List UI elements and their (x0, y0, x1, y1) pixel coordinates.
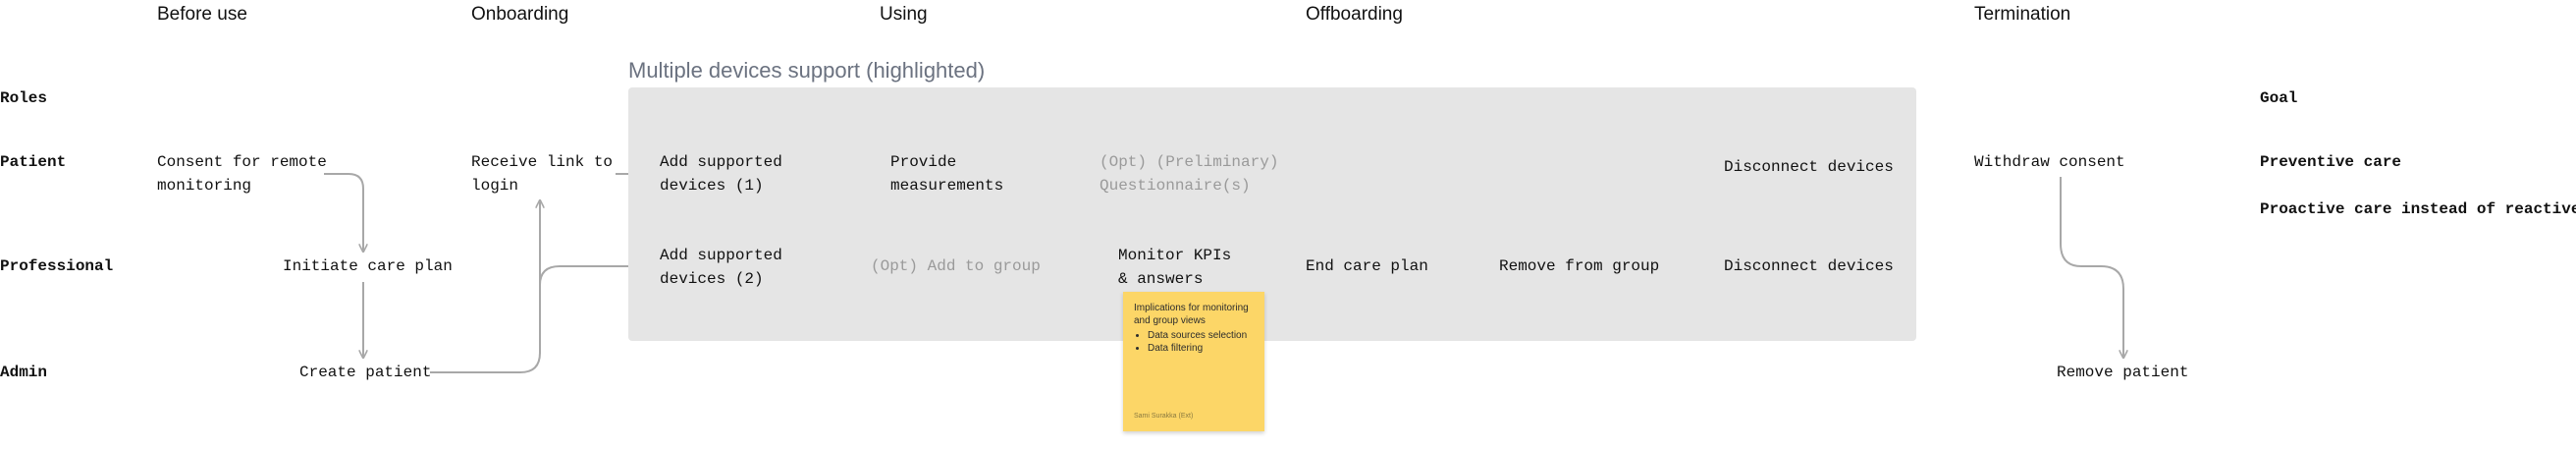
sticky-note-item: Data filtering (1148, 342, 1254, 355)
role-roles-header: Roles (0, 89, 48, 107)
node-withdraw-consent: Withdraw consent (1974, 153, 2125, 171)
node-initiate-care-plan: Initiate care plan (283, 257, 453, 275)
node-add-devices-2: Add supported devices (2) (660, 247, 782, 288)
node-receive-link: Receive link to login (471, 153, 614, 195)
node-opt-questionnaire: (Opt) (Preliminary) Questionnaire(s) (1100, 153, 1279, 195)
phase-before-use: Before use (157, 4, 247, 25)
sticky-note[interactable]: Implications for monitoring and group vi… (1123, 292, 1264, 431)
goal-header: Goal (2260, 89, 2298, 107)
node-create-patient: Create patient (299, 364, 432, 381)
role-professional: Professional (0, 257, 114, 275)
phase-onboarding: Onboarding (471, 4, 569, 25)
multiple-devices-band (628, 87, 1916, 341)
connector-withdraw-to-remove-patient (2060, 177, 2123, 358)
node-monitor-kpis: Monitor KPIs & answers (1118, 247, 1232, 288)
node-add-devices-1: Add supported devices (1) (660, 153, 782, 195)
node-end-care-plan: End care plan (1306, 257, 1428, 275)
role-patient: Patient (0, 153, 67, 171)
node-consent-remote-monitoring: Consent for remote monitoring (157, 153, 327, 195)
sticky-note-title: Implications for monitoring and group vi… (1134, 303, 1249, 326)
node-provide-measurements: Provide measurements (890, 153, 1004, 195)
goal-preventive-care: Preventive care (2260, 153, 2402, 171)
phase-using: Using (880, 4, 928, 25)
node-remove-from-group: Remove from group (1499, 257, 1660, 275)
band-label: Multiple devices support (highlighted) (628, 58, 986, 83)
node-disconnect-devices-patient: Disconnect devices (1724, 158, 1894, 176)
phase-offboarding: Offboarding (1306, 4, 1403, 25)
sticky-note-author: Sami Surakka (Ext) (1134, 413, 1194, 420)
node-opt-add-to-group: (Opt) Add to group (871, 257, 1041, 275)
sticky-note-item: Data sources selection (1148, 329, 1254, 342)
node-remove-patient: Remove patient (2057, 364, 2189, 381)
node-disconnect-devices-professional: Disconnect devices (1724, 257, 1894, 275)
connector-create-to-add-devices-2 (539, 266, 656, 286)
phase-termination: Termination (1974, 4, 2071, 25)
role-admin: Admin (0, 364, 48, 381)
goal-proactive-care: Proactive care instead of reactive (2260, 200, 2576, 218)
connector-create-to-receive-link (430, 200, 540, 373)
sticky-note-list: Data sources selection Data filtering (1134, 329, 1254, 355)
connector-consent-to-initiate (324, 173, 363, 252)
